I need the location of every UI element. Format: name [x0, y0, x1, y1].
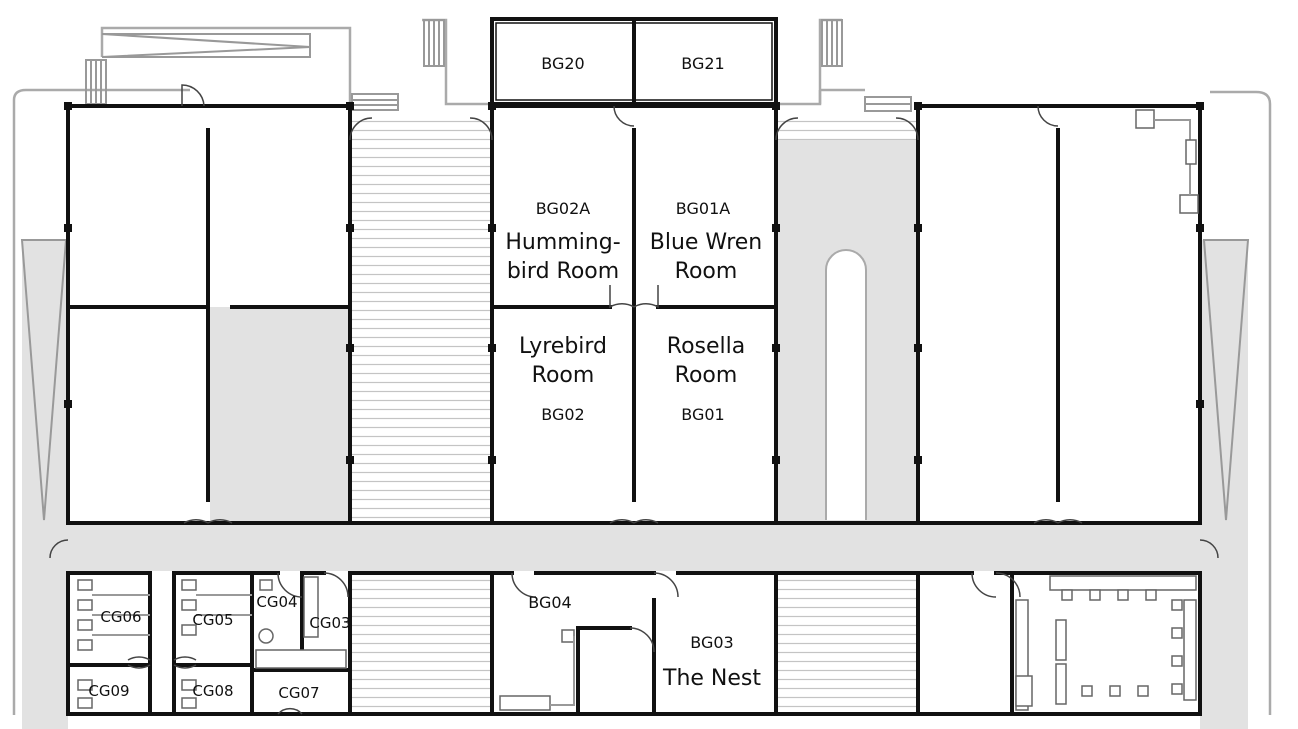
label-cg03: CG03 — [309, 614, 350, 632]
room-labels: BG20 BG21 BG02A Humming- bird Room BG01A… — [88, 54, 762, 702]
label-bg04: BG04 — [528, 593, 571, 612]
label-bg02-name-2: Room — [532, 363, 595, 388]
north-centre-entry — [422, 18, 912, 112]
label-cg05: CG05 — [192, 611, 233, 629]
door-swings — [49, 84, 1219, 715]
label-cg06: CG06 — [100, 608, 141, 626]
label-cg07: CG07 — [278, 684, 319, 702]
top-rooms — [490, 17, 778, 106]
label-bg21: BG21 — [681, 54, 724, 73]
label-bg02a-name-2: bird Room — [507, 259, 619, 284]
label-bg01a-name-1: Blue Wren — [650, 230, 762, 255]
label-bg01-code: BG01 — [681, 405, 724, 424]
label-bg03-code: BG03 — [690, 633, 733, 652]
fixtures — [77, 109, 1199, 711]
label-bg01-name-1: Rosella — [667, 334, 745, 359]
label-bg02-name-1: Lyrebird — [519, 334, 607, 359]
hatched-corridors — [350, 117, 918, 712]
label-cg08: CG08 — [192, 682, 233, 700]
label-cg04: CG04 — [256, 593, 297, 611]
north-west-entry — [85, 26, 399, 111]
gravel-areas — [22, 140, 1248, 729]
window-ticks — [64, 102, 1204, 464]
ramps — [20, 239, 1250, 521]
label-bg02a-code: BG02A — [536, 199, 590, 218]
label-bg02-code: BG02 — [541, 405, 584, 424]
label-bg02a-name-1: Humming- — [505, 230, 620, 255]
label-bg01-name-2: Room — [675, 363, 738, 388]
label-bg01a-code: BG01A — [676, 199, 730, 218]
label-bg01a-name-2: Room — [675, 259, 738, 284]
label-bg20: BG20 — [541, 54, 584, 73]
label-cg09: CG09 — [88, 682, 129, 700]
lower-walls — [66, 571, 1202, 716]
label-bg03-name: The Nest — [662, 666, 761, 691]
main-walls — [66, 104, 1202, 525]
